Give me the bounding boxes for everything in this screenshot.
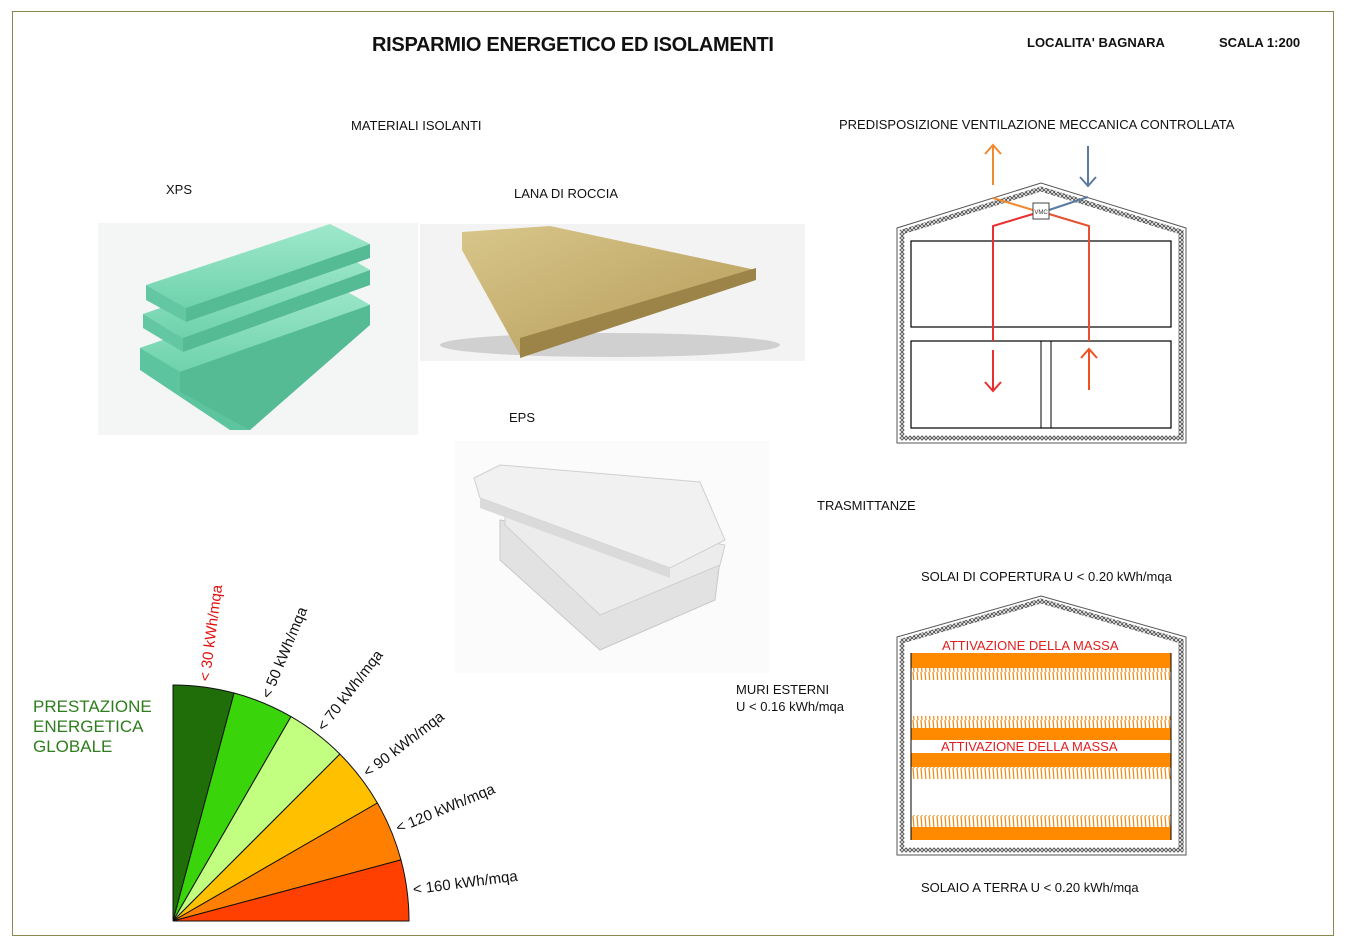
vmc-unit-label: VMC xyxy=(1034,210,1048,216)
energy-label-line: ENERGETICA xyxy=(33,717,144,736)
energy-label-line: PRESTAZIONE xyxy=(33,697,152,716)
eps-image xyxy=(455,441,769,673)
xps-image xyxy=(98,223,418,435)
vmc-house-diagram: VMC xyxy=(896,143,1187,444)
mass-activation-label: ATTIVAZIONE DELLA MASSA xyxy=(942,638,1119,653)
energy-class-label: < 120 kWh/mqa xyxy=(394,780,499,836)
mass-activation-diagram: ATTIVAZIONE DELLA MASSA ATTIVAZIONE DELL… xyxy=(896,595,1187,856)
lana-di-roccia-image xyxy=(420,224,805,361)
energy-label-line: GLOBALE xyxy=(33,737,113,756)
energy-class-label: < 160 kWh/mqa xyxy=(412,868,519,899)
energy-label: PRESTAZIONE ENERGETICA GLOBALE xyxy=(33,697,152,757)
ground-transmittance: SOLAIO A TERRA U < 0.20 kWh/mqa xyxy=(921,880,1139,895)
materials-heading: MATERIALI ISOLANTI xyxy=(351,118,482,133)
trasmittanze-heading: TRASMITTANZE xyxy=(817,498,916,513)
roof-transmittance: SOLAI DI COPERTURA U < 0.20 kWh/mqa xyxy=(921,569,1172,584)
page-title: RISPARMIO ENERGETICO ED ISOLAMENTI xyxy=(372,34,774,56)
walls-label: MURI ESTERNI xyxy=(736,682,830,697)
sheet-border xyxy=(12,11,1334,936)
walls-transmittance: U < 0.16 kWh/mqa xyxy=(736,699,845,714)
xps-label: XPS xyxy=(166,182,193,197)
energy-class-label: < 50 kWh/mqa xyxy=(258,604,311,701)
lana-label: LANA DI ROCCIA xyxy=(514,186,619,201)
scale-label: SCALA 1:200 xyxy=(1219,35,1301,50)
energy-class-label: < 30 kWh/mqa xyxy=(197,583,227,682)
eps-label: EPS xyxy=(509,410,536,425)
energy-class-wedge xyxy=(172,859,410,922)
vmc-heading: PREDISPOSIZIONE VENTILAZIONE MECCANICA C… xyxy=(839,117,1235,132)
energy-class-label: < 90 kWh/mqa xyxy=(360,708,448,781)
mass-activation-label: ATTIVAZIONE DELLA MASSA xyxy=(941,739,1118,754)
location-label: LOCALITA' BAGNARA xyxy=(1027,35,1165,50)
energy-class-label: < 70 kWh/mqa xyxy=(314,647,387,735)
